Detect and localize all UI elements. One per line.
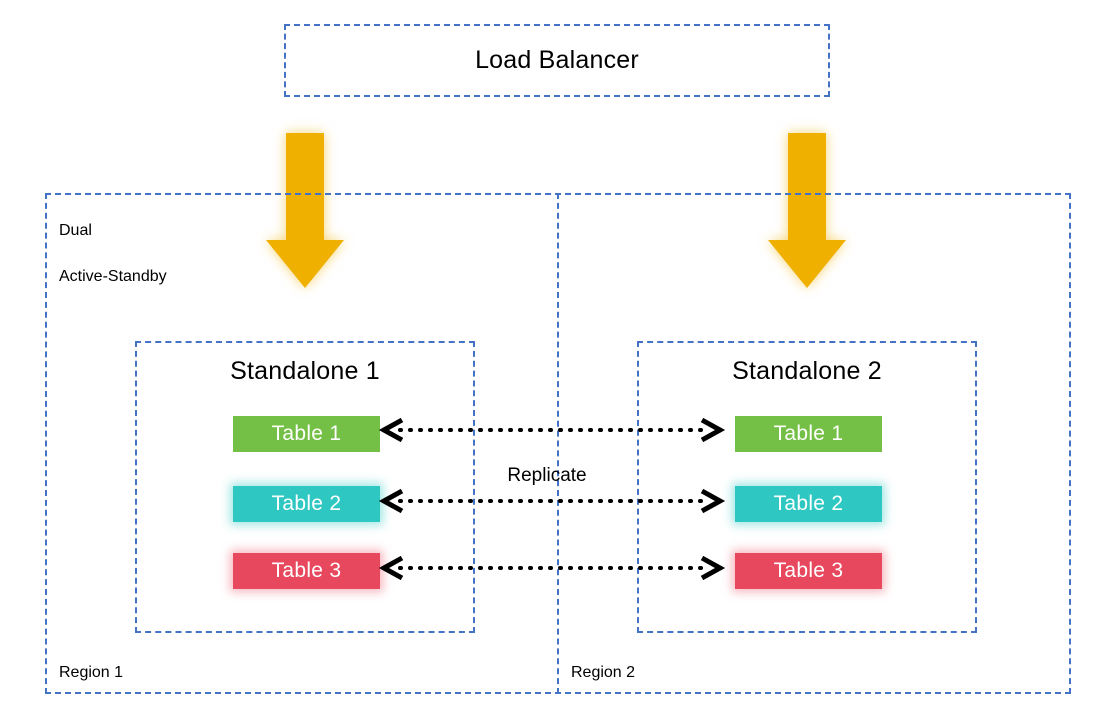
- standalone-1-box: Standalone 1 Table 1 Table 2 Table 3: [135, 341, 475, 633]
- standalone-1-table-2: Table 2: [233, 486, 380, 522]
- standalone-2-table-1: Table 1: [735, 416, 882, 452]
- dual-label-line-2: Active-Standby: [59, 268, 167, 285]
- standalone-1-table-1: Table 1: [233, 416, 380, 452]
- standalone-1-table-3: Table 3: [233, 553, 380, 589]
- region-1-label: Region 1: [59, 664, 124, 681]
- standalone-2-table-3: Table 3: [735, 553, 882, 589]
- standalone-2-table-2: Table 2: [735, 486, 882, 522]
- traffic-arrow-left-icon: [266, 133, 344, 288]
- replicate-arrow-1-icon: [378, 417, 726, 443]
- standalone-1-title: Standalone 1: [230, 357, 380, 385]
- load-balancer-box: Load Balancer: [284, 24, 830, 97]
- region-divider: [557, 193, 559, 694]
- standalone-2-title: Standalone 2: [732, 357, 882, 385]
- dual-label-line-1: Dual: [59, 222, 92, 239]
- traffic-arrow-right-icon: [768, 133, 846, 288]
- replicate-arrow-3-icon: [378, 555, 726, 581]
- dual-active-standby-label: Dual Active-Standby: [59, 196, 167, 311]
- replicate-label: Replicate: [507, 465, 587, 486]
- region-2-label: Region 2: [571, 664, 636, 681]
- standalone-2-box: Standalone 2 Table 1 Table 2 Table 3: [637, 341, 977, 633]
- load-balancer-label: Load Balancer: [475, 46, 639, 74]
- replicate-arrow-2-icon: [378, 488, 726, 514]
